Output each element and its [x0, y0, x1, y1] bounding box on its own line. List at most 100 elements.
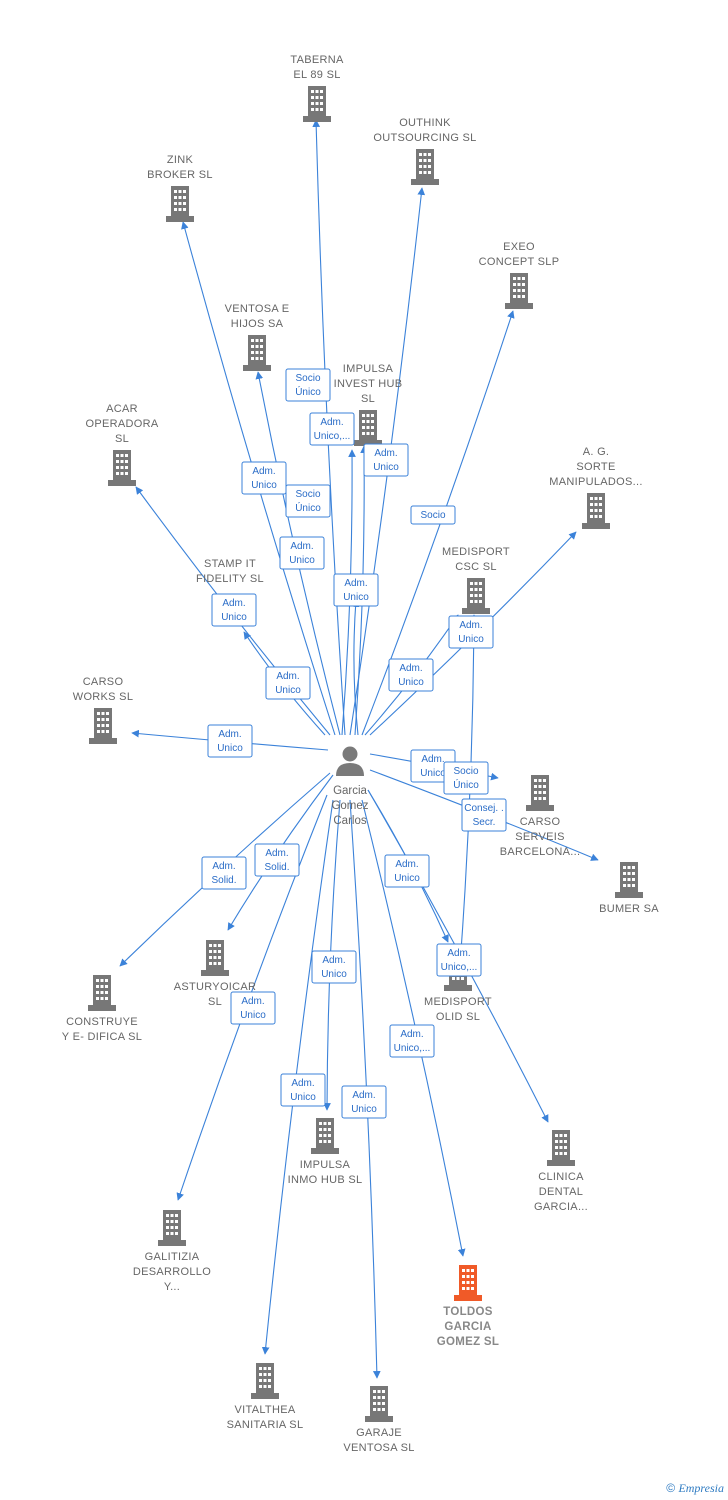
relation-label-text: Unico — [351, 1104, 377, 1115]
relation-label-text: Unico — [343, 592, 369, 603]
company-name: EXEO — [503, 241, 535, 253]
relation-label-e6[interactable]: Socio — [410, 505, 456, 525]
company-node-galitizia[interactable]: GALITIZIADESARROLLOY... — [133, 1210, 211, 1293]
company-node-impulsa-inmo[interactable]: IMPULSA INMO HUB SL — [288, 1118, 363, 1186]
building-icon — [166, 186, 194, 222]
copyright-symbol: © — [666, 1481, 676, 1495]
company-node-carso-serveis[interactable]: CARSOSERVEISBARCELONA... — [500, 775, 581, 858]
relation-label-text: Socio — [420, 510, 445, 521]
relation-label-text: Unico — [251, 480, 277, 491]
relation-label-e2[interactable]: Adm.Unico,... — [309, 412, 355, 446]
company-name: Y... — [164, 1281, 180, 1293]
company-name: ASTURYOICAR — [174, 981, 257, 993]
building-icon — [547, 1130, 575, 1166]
relation-label-e10[interactable]: Adm.Unico — [265, 666, 311, 700]
relation-label-e18[interactable]: Adm.Solid. — [254, 843, 300, 877]
relation-label-e3[interactable]: Adm.Unico — [241, 461, 287, 495]
building-icon — [311, 1118, 339, 1154]
relation-label-e4[interactable]: Adm.Unico — [363, 443, 409, 477]
building-icon — [303, 86, 331, 122]
company-name: SORTE — [576, 461, 615, 473]
relation-label-e7[interactable]: Adm.Unico — [279, 536, 325, 570]
company-name: IMPULSA — [300, 1159, 351, 1171]
company-node-construye[interactable]: CONSTRUYE Y E- DIFICA SL — [62, 975, 142, 1043]
company-node-sorte[interactable]: A. G.SORTEMANIPULADOS... — [549, 446, 642, 529]
relation-label-text: Adm. — [222, 598, 245, 609]
relation-label-e22[interactable]: Adm.Unico — [230, 991, 276, 1025]
company-name: GARAJE — [356, 1427, 402, 1439]
building-icon — [365, 1386, 393, 1422]
relation-label-text: Adm. — [212, 861, 235, 872]
relation-label-e12[interactable]: Adm.Unico — [448, 615, 494, 649]
relation-label-e25[interactable]: Adm.Unico — [341, 1085, 387, 1119]
building-icon — [526, 775, 554, 811]
relation-label-text: Socio — [453, 766, 478, 777]
company-name: CONSTRUYE — [66, 1016, 138, 1028]
relation-label-text: Unico,... — [394, 1043, 431, 1054]
relation-label-e9[interactable]: Adm.Unico — [333, 573, 379, 607]
relation-label-text: Unico — [373, 462, 399, 473]
relation-label-e23[interactable]: Adm.Unico,... — [389, 1024, 435, 1058]
relation-label-e16[interactable]: Consej. .Secr. — [461, 798, 507, 832]
company-node-clinica[interactable]: CLINICADENTALGARCIA... — [534, 1130, 588, 1213]
company-name: CSC SL — [455, 561, 497, 573]
company-name: OUTHINK — [399, 117, 451, 129]
relation-label-e13[interactable]: Adm.Unico — [207, 724, 253, 758]
company-name: CARSO — [520, 816, 561, 828]
company-name: INMO HUB SL — [288, 1174, 363, 1186]
building-icon — [505, 273, 533, 309]
relation-label-text: Unico — [394, 873, 420, 884]
relation-label-text: Unico — [217, 743, 243, 754]
company-name: MANIPULADOS... — [549, 476, 642, 488]
relation-label-text: Unico — [420, 768, 446, 779]
brand-logo[interactable]: Empresia — [678, 1481, 724, 1495]
relation-label-e20[interactable]: Adm.Unico,... — [436, 943, 482, 977]
relation-label-text: Secr. — [473, 817, 496, 828]
company-name: Y E- DIFICA SL — [62, 1031, 142, 1043]
relation-edge-e9 — [351, 599, 360, 736]
relation-label-e24[interactable]: Adm.Unico — [280, 1073, 326, 1107]
company-name: BARCELONA... — [500, 846, 581, 858]
company-name: ZINK — [167, 154, 194, 166]
company-name: EL 89 SL — [293, 69, 340, 81]
relation-label-text: Unico — [290, 1092, 316, 1103]
company-name: ACAR — [106, 403, 138, 415]
building-icon — [582, 493, 610, 529]
company-name: INVEST HUB — [334, 378, 403, 390]
relation-label-text: Adm. — [447, 948, 470, 959]
relation-label-e17[interactable]: Adm.Solid. — [201, 856, 247, 890]
relation-label-text: Solid. — [264, 862, 289, 873]
relation-label-text: Adm. — [421, 754, 444, 765]
relation-label-text: Unico — [289, 555, 315, 566]
building-icon — [354, 410, 382, 446]
building-icon — [158, 1210, 186, 1246]
relation-label-e8[interactable]: Adm.Unico — [211, 593, 257, 627]
company-node-bumer[interactable]: BUMER SA — [599, 862, 659, 915]
person-name: Garcia — [333, 785, 367, 797]
building-icon — [201, 940, 229, 976]
relation-label-e11[interactable]: Adm.Unico — [388, 658, 434, 692]
relation-label-e19[interactable]: Adm.Unico — [384, 854, 430, 888]
relation-label-text: Unico — [321, 969, 347, 980]
relation-label-e21[interactable]: Adm.Unico — [311, 950, 357, 984]
company-name: SL — [361, 393, 375, 405]
